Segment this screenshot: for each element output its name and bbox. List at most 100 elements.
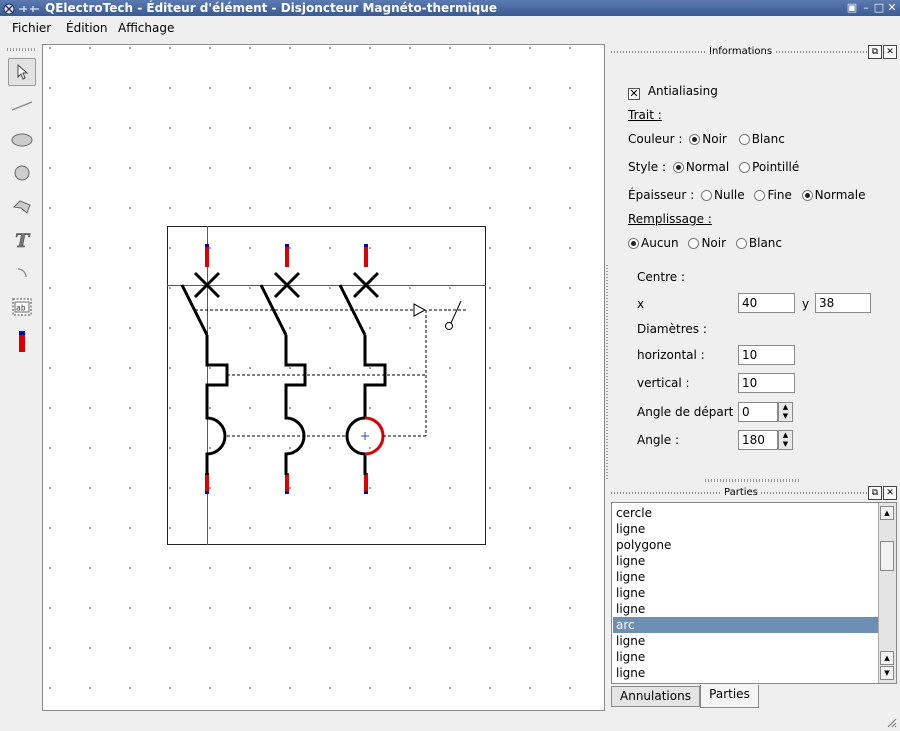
circle-icon <box>14 165 30 181</box>
app-menu-icon[interactable] <box>3 2 15 15</box>
angle-spinner[interactable]: ▲▼ <box>778 430 793 450</box>
window-shade-button[interactable]: ▣ <box>846 1 858 14</box>
window-maximize-button[interactable]: □ <box>873 1 885 14</box>
list-item-selected[interactable]: arc <box>613 617 881 633</box>
horizontal-input[interactable]: 10 <box>738 345 795 365</box>
text-tool-button[interactable]: T <box>8 226 36 254</box>
line-icon <box>11 101 33 111</box>
textfield-tool-button[interactable]: ab <box>8 293 36 321</box>
list-item[interactable]: ligne <box>616 570 646 584</box>
dock-float-icon[interactable]: ⧉ <box>868 486 882 500</box>
informations-dock-header[interactable]: Informations ⧉ ✕ <box>611 45 898 59</box>
trip-arrow <box>413 303 427 317</box>
antialiasing-checkbox-row[interactable]: ✕ Antialiasing <box>628 84 718 100</box>
list-item[interactable]: ligne <box>616 522 646 536</box>
element-border <box>167 226 486 545</box>
spin-up-icon[interactable]: ▲ <box>782 431 789 439</box>
horizontal-label: horizontal : <box>637 348 705 362</box>
epaisseur-row: Épaisseur : Nulle Fine Normale <box>628 188 865 202</box>
couleur-noir-label[interactable]: Noir <box>702 132 727 146</box>
circle-tool-button[interactable] <box>8 159 36 187</box>
remplissage-noir-radio[interactable] <box>688 238 700 249</box>
ellipse-tool-button[interactable] <box>8 126 36 154</box>
dock-float-icon[interactable]: ⧉ <box>868 45 882 59</box>
arc-tool-button[interactable] <box>8 259 36 287</box>
textfield-icon: ab <box>12 298 32 316</box>
tab-parties[interactable]: Parties <box>700 685 759 708</box>
x-input[interactable]: 40 <box>738 293 795 313</box>
scroll-up-icon[interactable]: ▲ <box>880 506 894 520</box>
menu-edition[interactable]: Édition <box>66 21 108 35</box>
antialiasing-checkbox[interactable]: ✕ <box>628 87 640 100</box>
epaisseur-normale-radio[interactable] <box>801 190 813 201</box>
resize-grip-icon[interactable] <box>885 716 897 728</box>
list-item[interactable]: ligne <box>616 666 646 680</box>
epaisseur-nulle-radio[interactable] <box>701 190 712 201</box>
y-input[interactable]: 38 <box>815 293 871 313</box>
remplissage-blanc-label[interactable]: Blanc <box>748 236 782 250</box>
parts-list[interactable]: cercle ligne polygone ligne ligne ligne … <box>611 502 897 684</box>
style-normal-radio[interactable] <box>672 162 684 173</box>
vertical-input[interactable]: 10 <box>738 373 795 393</box>
scroll-down-icon[interactable]: ▼ <box>880 666 894 680</box>
dock-close-icon[interactable]: ✕ <box>883 45 897 59</box>
window-pin-icon[interactable] <box>17 2 41 13</box>
menu-affichage[interactable]: Affichage <box>118 21 175 35</box>
window-minimize-button[interactable]: – <box>863 1 869 14</box>
spin-up-icon[interactable]: ▲ <box>782 403 789 411</box>
angle-depart-spinner[interactable]: ▲▼ <box>778 402 793 422</box>
angle-label: Angle : <box>637 433 680 447</box>
breaker-poles <box>180 271 387 475</box>
style-normal-label[interactable]: Normal <box>685 160 730 174</box>
parties-dock-header[interactable]: Parties ⧉ ✕ <box>611 486 898 500</box>
vertical-label: vertical : <box>637 376 690 390</box>
remplissage-row: Aucun Noir Blanc <box>625 236 782 250</box>
style-pointille-label[interactable]: Pointillé <box>752 160 800 174</box>
scroll-up-icon[interactable]: ▲ <box>880 651 894 665</box>
menu-fichier[interactable]: Fichier <box>12 21 52 35</box>
couleur-blanc-radio[interactable] <box>738 134 750 145</box>
list-item[interactable]: ligne <box>616 554 646 568</box>
remplissage-aucun-radio[interactable] <box>628 238 639 249</box>
epaisseur-normale-label[interactable]: Normale <box>814 188 866 202</box>
line-tool-button[interactable] <box>8 92 36 120</box>
list-item[interactable]: ligne <box>616 634 646 648</box>
remplissage-aucun-label[interactable]: Aucun <box>641 236 679 250</box>
text-icon: T <box>15 230 32 250</box>
couleur-blanc-label[interactable]: Blanc <box>751 132 785 146</box>
couleur-noir-radio[interactable] <box>689 134 701 145</box>
angle-input[interactable]: 180 <box>738 430 778 450</box>
polygon-tool-button[interactable] <box>8 193 36 221</box>
element-canvas[interactable] <box>42 44 605 711</box>
y-label: y <box>802 297 810 311</box>
dock-close-icon[interactable]: ✕ <box>883 486 897 500</box>
pointer-tool-button[interactable] <box>8 58 36 86</box>
diametres-label: Diamètres : <box>637 322 707 336</box>
tab-annulations[interactable]: Annulations <box>611 686 700 707</box>
spin-down-icon[interactable]: ▼ <box>782 440 789 448</box>
trip-contact <box>445 300 462 330</box>
remplissage-blanc-radio[interactable] <box>735 238 747 249</box>
section-grip <box>606 265 608 480</box>
epaisseur-fine-label[interactable]: Fine <box>767 188 792 202</box>
scroll-thumb[interactable] <box>880 541 894 571</box>
epaisseur-nulle-label[interactable]: Nulle <box>714 188 745 202</box>
spin-down-icon[interactable]: ▼ <box>782 412 789 420</box>
epaisseur-fine-radio[interactable] <box>754 190 766 201</box>
list-item[interactable]: ligne <box>616 602 646 616</box>
list-item[interactable]: ligne <box>616 586 646 600</box>
centre-label: Centre : <box>637 270 685 284</box>
antialiasing-label: Antialiasing <box>647 84 718 98</box>
angle-depart-input[interactable]: 0 <box>738 402 778 422</box>
toolbar-grip[interactable] <box>7 48 37 51</box>
window-close-button[interactable]: ✕ <box>887 1 897 14</box>
dock-splitter[interactable] <box>705 479 800 482</box>
terminal-tool-button[interactable] <box>8 328 36 356</box>
list-item[interactable]: ligne <box>616 650 646 664</box>
pointer-icon <box>17 63 29 80</box>
list-item[interactable]: polygone <box>616 538 672 552</box>
list-item[interactable]: cercle <box>616 506 652 520</box>
parts-scrollbar[interactable]: ▲ ▲ ▼ <box>878 503 896 683</box>
remplissage-noir-label[interactable]: Noir <box>701 236 727 250</box>
style-pointille-radio[interactable] <box>739 162 751 173</box>
